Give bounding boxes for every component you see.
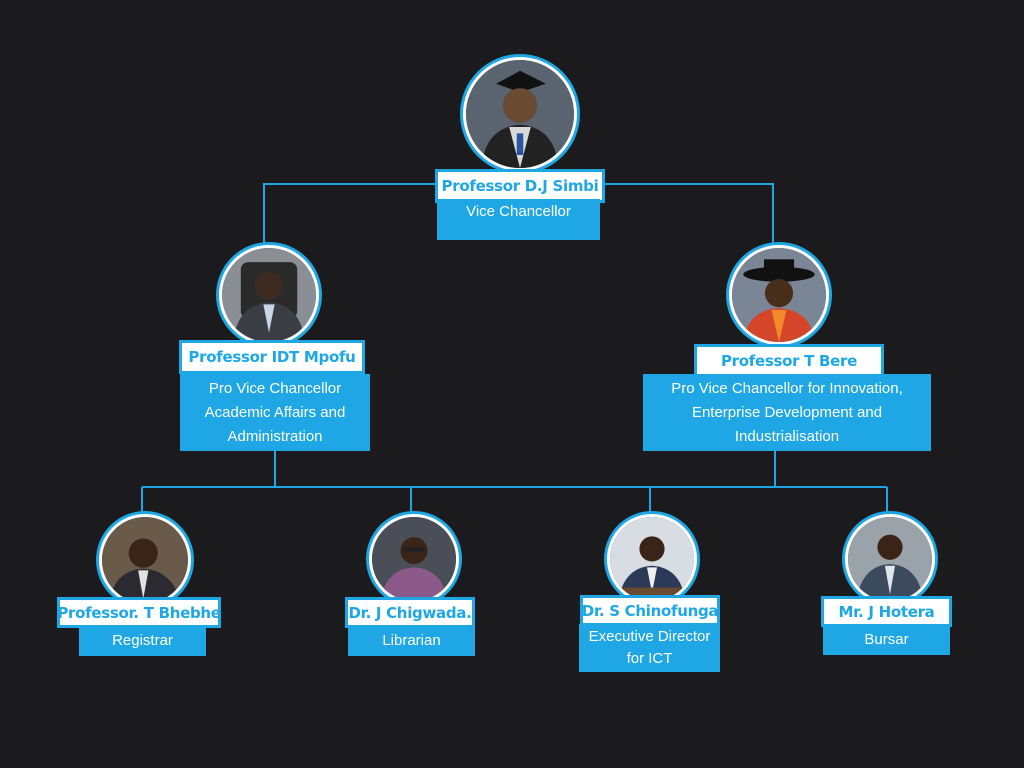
name-mpofu: Professor IDT Mpofu bbox=[179, 340, 365, 374]
role-bhebhe: Registrar bbox=[79, 626, 206, 656]
photo-bere bbox=[729, 245, 829, 345]
role-chinofunga: Executive Director for ICT bbox=[579, 624, 720, 672]
photo-hotera bbox=[845, 514, 935, 604]
role-mpofu: Pro Vice Chancellor Academic Affairs and… bbox=[180, 374, 370, 451]
photo-bhebhe bbox=[99, 514, 191, 606]
photo-mpofu bbox=[219, 245, 319, 345]
name-chinofunga: Dr. S Chinofunga bbox=[580, 595, 720, 626]
role-hotera: Bursar bbox=[823, 625, 950, 655]
role-bere: Pro Vice Chancellor for Innovation, Ente… bbox=[643, 374, 931, 451]
role-simbi: Vice Chancellor bbox=[437, 199, 600, 240]
name-bere: Professor T Bere bbox=[694, 344, 884, 378]
name-chigwada: Dr. J Chigwada. bbox=[345, 597, 475, 628]
photo-chigwada bbox=[369, 514, 459, 604]
photo-chinofunga bbox=[607, 514, 697, 604]
role-chigwada: Librarian bbox=[348, 626, 475, 656]
name-simbi: Professor D.J Simbi bbox=[435, 169, 605, 203]
connector-top-left bbox=[263, 183, 437, 248]
name-hotera: Mr. J Hotera bbox=[821, 596, 952, 627]
name-bhebhe: Professor. T Bhebhe bbox=[57, 597, 221, 628]
connector-top-right bbox=[602, 183, 774, 248]
photo-simbi bbox=[463, 57, 577, 171]
